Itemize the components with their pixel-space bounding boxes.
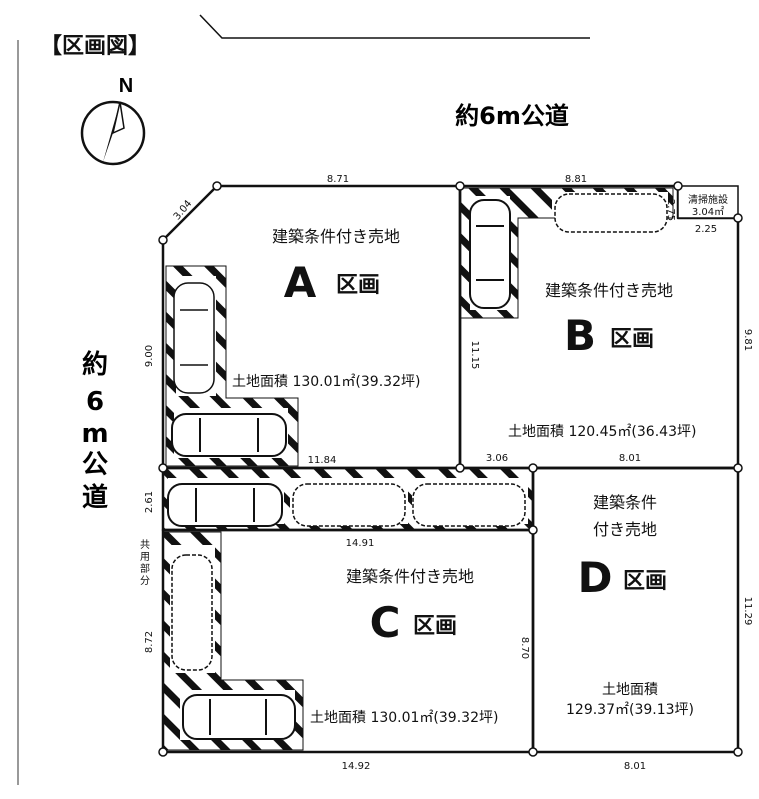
car-icon (171, 193, 668, 671)
shared-label-char: 部 (140, 562, 150, 575)
dimension-label: 3.06 (486, 453, 508, 464)
lot-name: D (578, 553, 613, 602)
dimension-label: 8.70 (519, 637, 530, 659)
lot-condition: 建築条件付き売地 (272, 227, 400, 246)
lot-area: 土地面積 120.45㎡(36.43坪) (508, 424, 696, 440)
road-edge-line (199, 14, 590, 39)
road-label-west-char: 道 (82, 482, 108, 513)
dimension-label: 14.92 (342, 761, 371, 772)
lot-suffix: 区画 (610, 327, 654, 352)
road-label-west-char: 約 (82, 349, 108, 380)
road-label-west-char: 公 (82, 450, 108, 480)
north-compass-icon: N (80, 75, 146, 166)
shared-label-char: 分 (140, 575, 150, 587)
dimension-label: 9.81 (742, 329, 753, 351)
dimension-label: 9.00 (144, 345, 155, 367)
dimension-label: 8.01 (624, 761, 646, 772)
lot-condition: 建築条件付き売地 (545, 281, 673, 300)
page-title: 【区画図】 (40, 34, 151, 59)
lot-area: 土地面積 130.01㎡(39.32坪) (232, 374, 420, 390)
road-label-north: 約6m公道 (455, 102, 569, 130)
dimension-label: 2.75 (665, 199, 676, 221)
dimension-label: 8.81 (565, 174, 587, 185)
dimension-label: 8.72 (144, 631, 155, 653)
dimension-label: 11.15 (469, 341, 480, 370)
shared-label-char: 用 (140, 552, 150, 563)
lot-suffix: 区画 (336, 273, 380, 298)
lot-area: 土地面積 130.01㎡(39.32坪) (310, 710, 498, 726)
dimension-label: 2.61 (144, 491, 155, 513)
lot-name: A (284, 258, 317, 307)
lot-condition: 建築条件付き売地 (346, 567, 474, 586)
compass-label: N (119, 75, 133, 97)
lot-area: 129.37㎡(39.13坪) (566, 702, 694, 718)
car-icon (182, 694, 296, 740)
cleaning-facility (677, 185, 739, 219)
car-icon (469, 199, 511, 309)
lot-area: 土地面積 (602, 682, 658, 698)
road-label-west-char: 6 (86, 387, 104, 417)
lot-condition: 付き売地 (593, 520, 657, 539)
dimension-label: 11.29 (742, 597, 753, 626)
lot-suffix: 区画 (623, 569, 667, 594)
dimension-label: 11.84 (308, 455, 337, 466)
lot-name: C (370, 598, 401, 647)
lot-name: B (564, 311, 596, 360)
dimension-label: 2.25 (695, 224, 717, 235)
dimension-label: 8.71 (327, 174, 349, 185)
road-label-west-char: m (81, 419, 108, 449)
car-icon (167, 483, 283, 527)
road-label-west: 約 6 m 公 道 (81, 349, 108, 513)
car-icon (173, 282, 215, 394)
dimension-label: 14.91 (346, 538, 375, 549)
dimension-label: 8.01 (619, 453, 641, 464)
facility-name: 清掃施設 (688, 193, 728, 206)
car-icon (171, 413, 287, 457)
lot-suffix: 区画 (413, 614, 457, 639)
shared-label-char: 共 (140, 539, 150, 551)
facility-area: 3.04㎡ (692, 206, 724, 218)
lot-condition: 建築条件 (593, 493, 657, 512)
